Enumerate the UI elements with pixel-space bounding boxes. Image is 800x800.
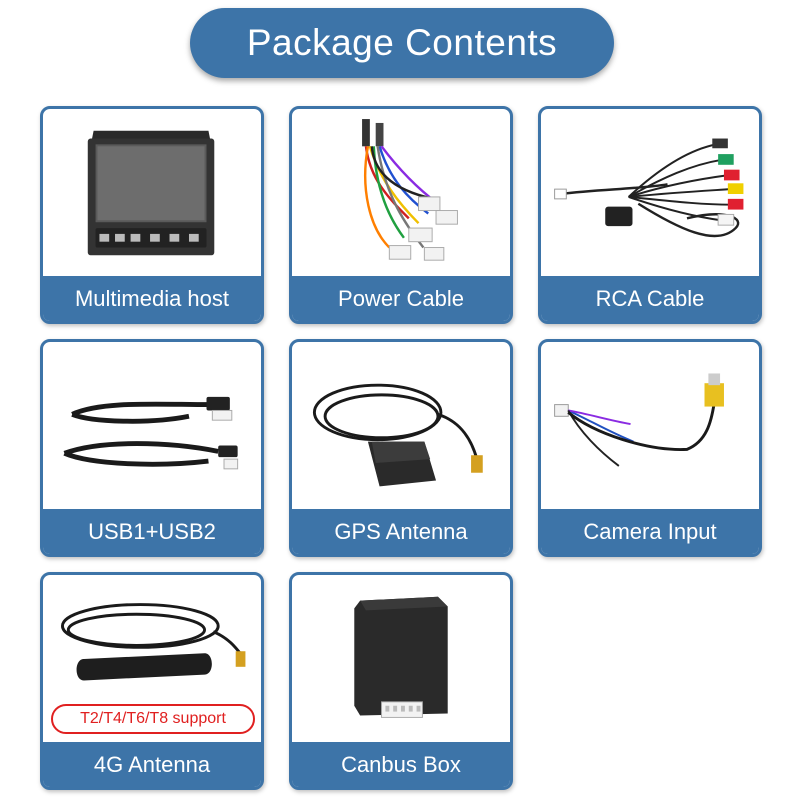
item-label: Canbus Box <box>292 742 510 787</box>
multimedia-host-image <box>43 109 261 279</box>
item-label: RCA Cable <box>541 276 759 321</box>
4g-antenna-image <box>43 575 261 745</box>
gps-antenna-image <box>292 342 510 512</box>
item-label: 4G Antenna <box>43 742 261 787</box>
camera-input-image <box>541 342 759 512</box>
item-label: GPS Antenna <box>292 509 510 554</box>
item-card-gps-antenna: GPS Antenna <box>289 339 513 557</box>
item-card-rca-cable: RCA Cable <box>538 106 762 324</box>
item-card-power-cable: Power Cable <box>289 106 513 324</box>
item-label: Multimedia host <box>43 276 261 321</box>
canbus-box-image <box>292 575 510 745</box>
rca-cable-image <box>541 109 759 279</box>
item-label: USB1+USB2 <box>43 509 261 554</box>
item-label: Camera Input <box>541 509 759 554</box>
item-card-camera-input: Camera Input <box>538 339 762 557</box>
support-badge: T2/T4/T6/T8 support <box>51 704 255 734</box>
item-card-multimedia-host: Multimedia host <box>40 106 264 324</box>
power-cable-image <box>292 109 510 279</box>
page-title: Package Contents <box>246 22 558 63</box>
item-label: Power Cable <box>292 276 510 321</box>
item-card-canbus-box: Canbus Box <box>289 572 513 790</box>
title-banner: Package Contents <box>190 8 614 78</box>
usb-cables-image <box>43 342 261 512</box>
item-card-usb-cables: USB1+USB2 <box>40 339 264 557</box>
item-card-4g-antenna: T2/T4/T6/T8 support 4G Antenna <box>40 572 264 790</box>
